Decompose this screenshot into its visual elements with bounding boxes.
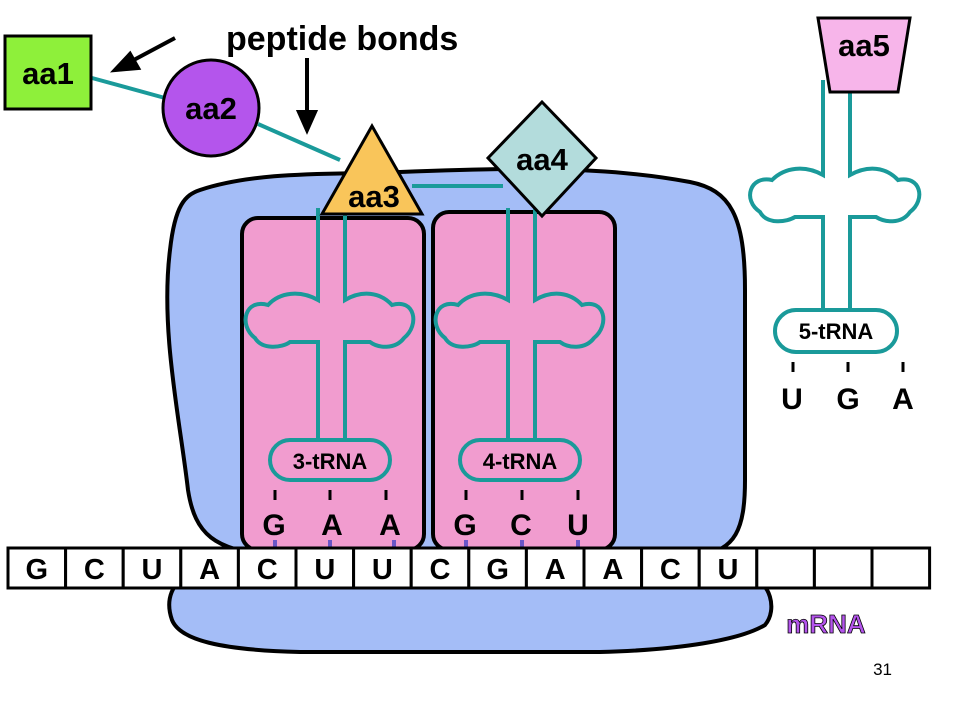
- mrna-base: C: [257, 554, 278, 586]
- anticodon-ticks: [273, 362, 905, 500]
- trna-5-anticodon-1: U: [781, 383, 803, 416]
- trna-5-anticodon-loop: [773, 308, 899, 354]
- trna-3-anticodon-loop: [268, 438, 392, 482]
- mrna-base: C: [660, 554, 681, 586]
- aa3-triangle: [319, 122, 425, 216]
- trna-4-anticodon-loop: [458, 438, 582, 482]
- arrow-down-peptide: [295, 58, 319, 135]
- page-number: 31: [873, 660, 892, 679]
- trna-3-anticodon-2: A: [321, 509, 343, 542]
- peptide-link-aa2-aa3: [257, 122, 341, 162]
- mrna-base: C: [430, 554, 451, 586]
- mrna-cell: [697, 546, 759, 590]
- mrna-cell: [64, 546, 125, 590]
- mrna-base: A: [602, 554, 623, 586]
- mrna-cell: [755, 546, 816, 590]
- mrna-cell: [179, 546, 240, 590]
- trna-3-label: 3-tRNA: [293, 449, 368, 474]
- trna-5: [748, 80, 922, 310]
- aa3-label: aa3: [348, 179, 400, 214]
- mrna-cell: [6, 546, 68, 590]
- aa2-circle: [161, 58, 261, 158]
- arrow-to-aa1: [109, 36, 176, 73]
- peptide-link-aa1-aa2: [91, 76, 166, 100]
- mrna-base: U: [718, 554, 739, 586]
- aa5-trapezoid: [816, 16, 912, 94]
- ribosome-site-left: [240, 216, 426, 552]
- ribosome-small-subunit: [167, 576, 774, 654]
- aa1-label: aa1: [22, 56, 74, 91]
- mrna-cell: [121, 546, 183, 590]
- ribosome-site-right: [431, 210, 617, 552]
- peptide-bonds-label: peptide bonds: [226, 20, 458, 58]
- trna-3-anticodon-1: G: [262, 509, 285, 542]
- aa2-label: aa2: [185, 91, 237, 126]
- trna-4-label: 4-tRNA: [483, 449, 558, 474]
- mrna-base: U: [142, 554, 163, 586]
- trna-3: [243, 208, 416, 440]
- trna-4-anticodon-3: U: [567, 509, 589, 542]
- mrna-base: G: [26, 554, 49, 586]
- mrna-base: A: [199, 554, 220, 586]
- aa4-label: aa4: [516, 142, 568, 177]
- trna-4: [433, 208, 606, 440]
- trna-3-anticodon-3: A: [379, 509, 401, 542]
- mrna-base: G: [486, 554, 509, 586]
- trna-5-label: 5-tRNA: [799, 319, 874, 344]
- mrna-base: U: [372, 554, 393, 586]
- aa1-box: [3, 34, 93, 111]
- mrna-cell: [352, 546, 413, 590]
- mrna-cell: [812, 546, 874, 590]
- mrna-base: A: [545, 554, 566, 586]
- trna-5-anticodon-3: A: [892, 383, 914, 416]
- mrna-label: mRNA: [786, 609, 866, 639]
- aa5-label: aa5: [838, 28, 890, 63]
- mrna-cell: [870, 546, 932, 590]
- trna-4-anticodon-2: C: [510, 509, 532, 542]
- aa4-diamond: [485, 99, 599, 219]
- mrna-base: C: [84, 554, 105, 586]
- mrna-base: U: [314, 554, 335, 586]
- trna-4-anticodon-1: G: [453, 509, 476, 542]
- trna-5-anticodon-2: G: [836, 383, 859, 416]
